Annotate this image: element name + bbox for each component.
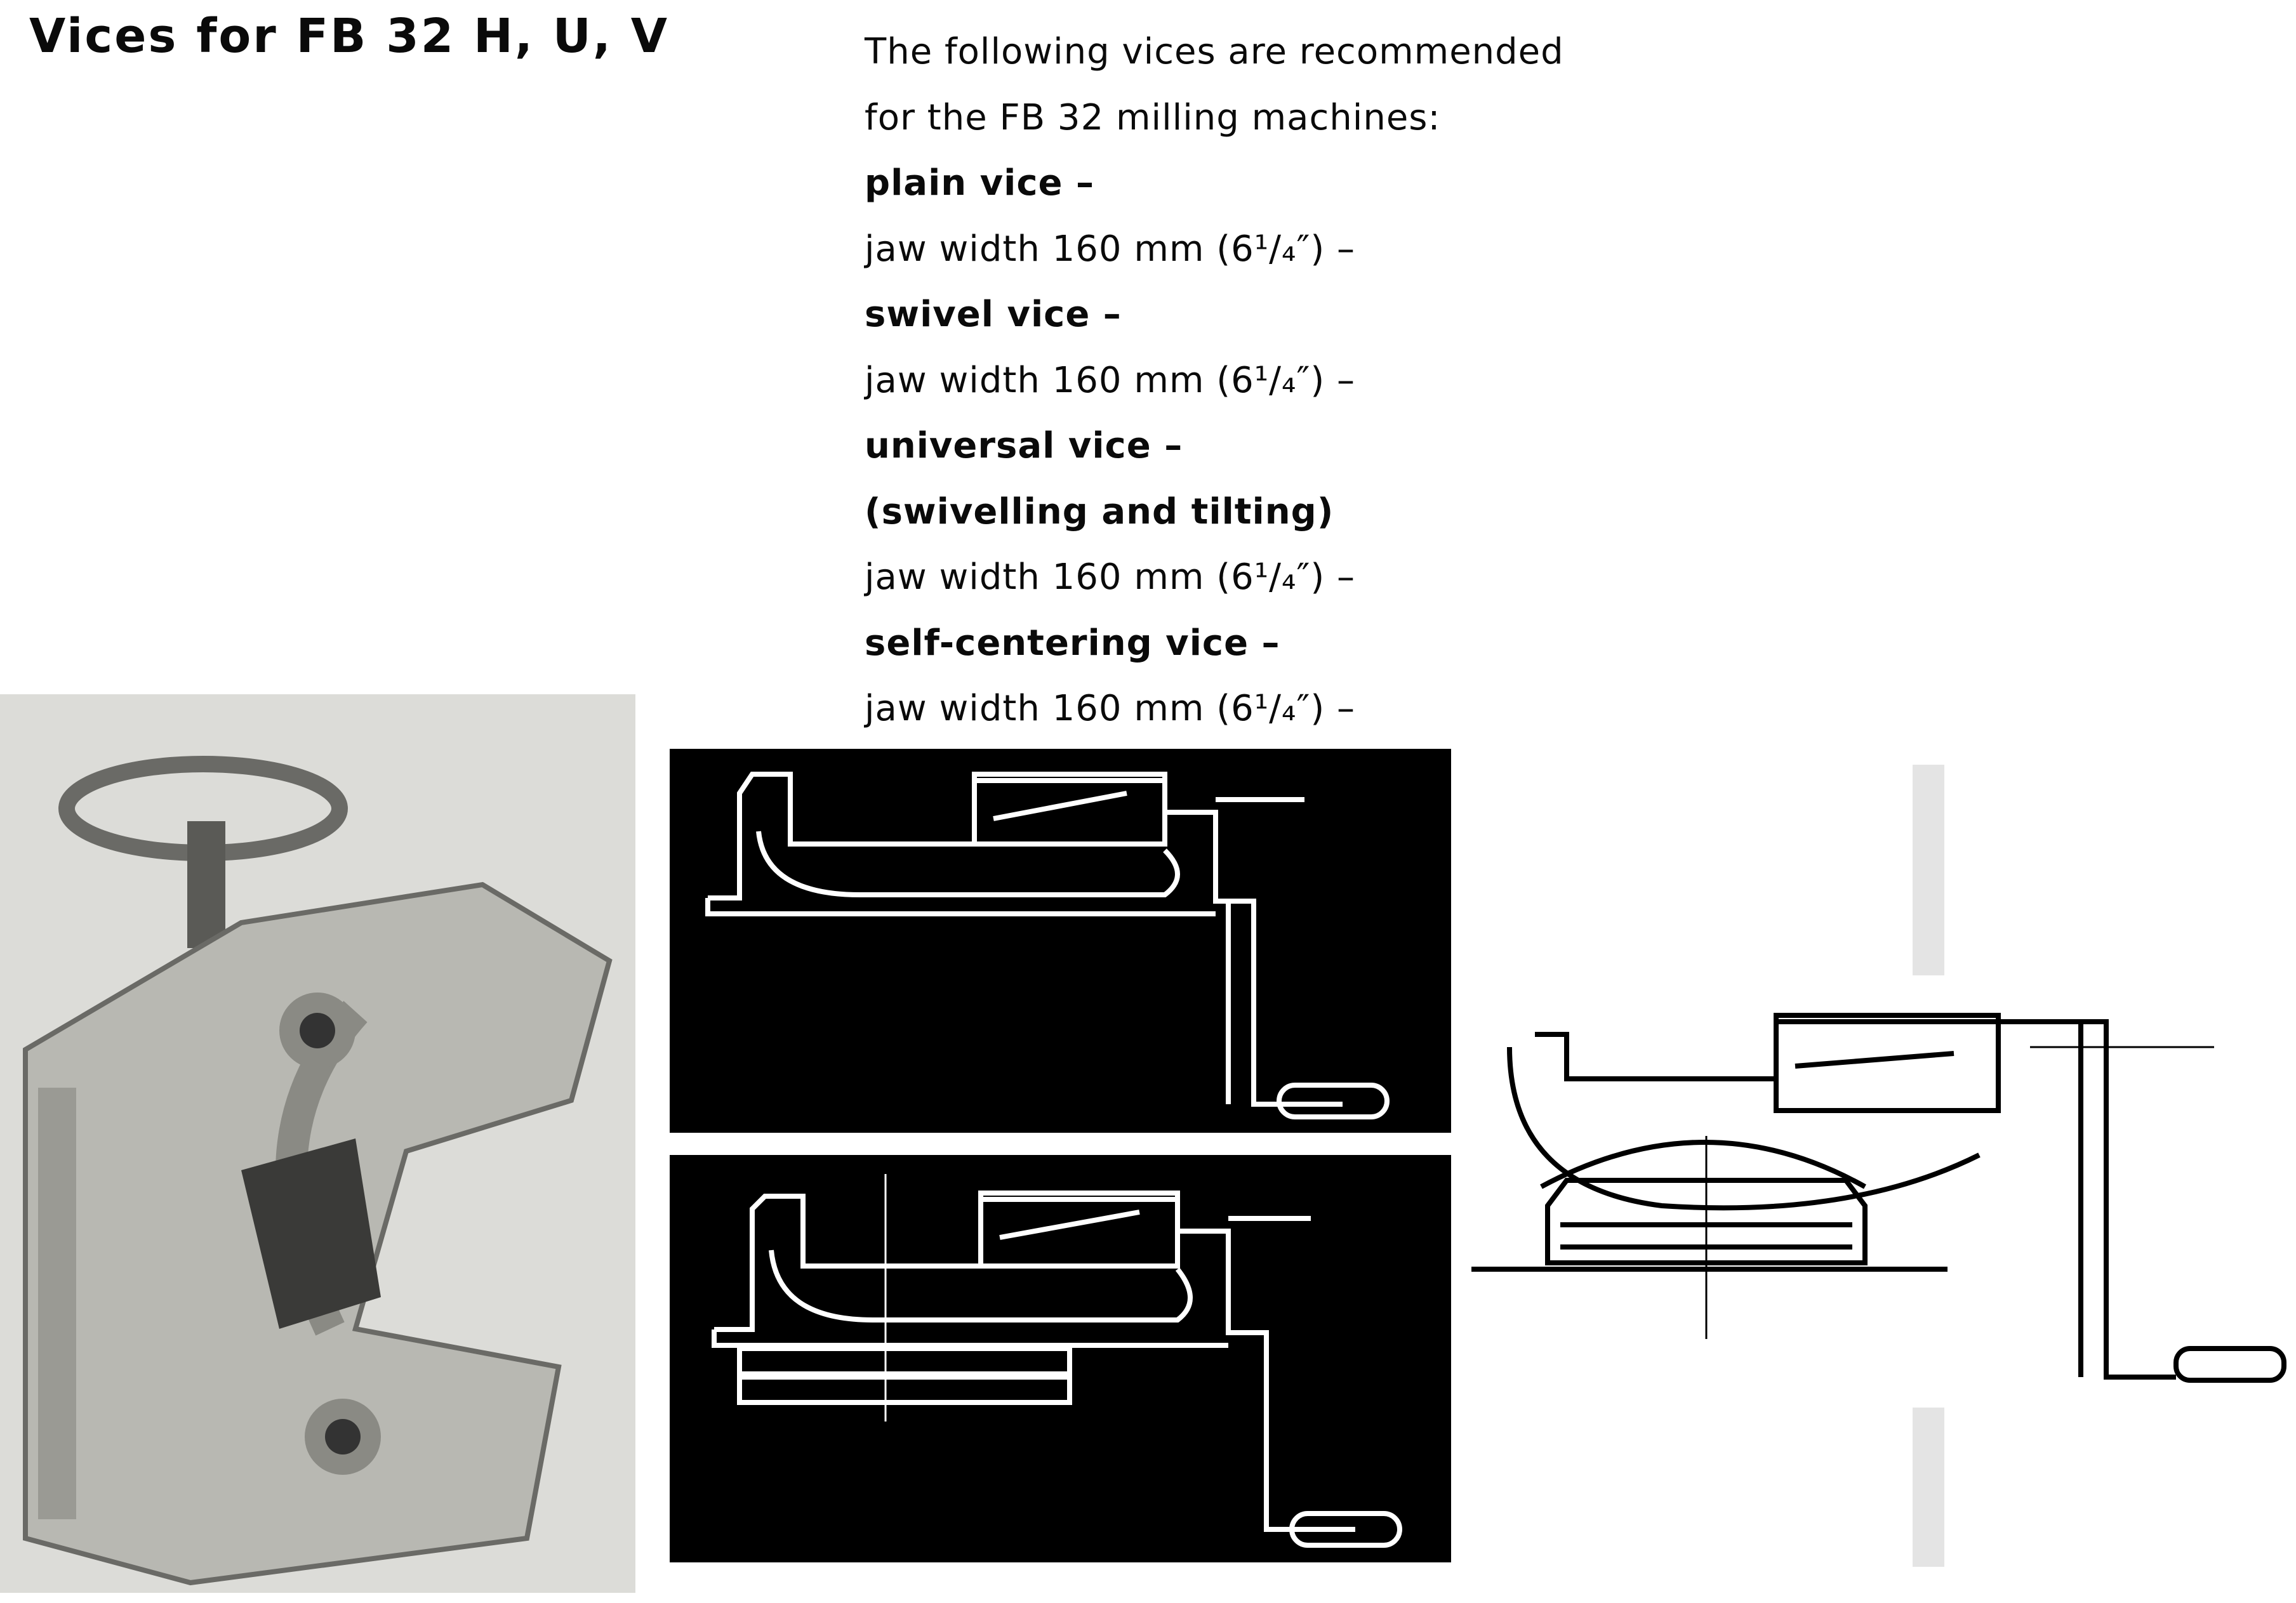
intro-line: The following vices are recommended: [865, 31, 1564, 72]
vice-detail: jaw width 160 mm (6¹/₄″) –: [865, 688, 1356, 729]
vice-list: The following vices are recommended for …: [865, 19, 1690, 742]
vice-subname: (swivelling and tilting): [865, 491, 1334, 532]
scan-artifact: [1913, 765, 1944, 975]
vice-photo: [0, 694, 635, 1593]
intro-line: for the FB 32 milling machines:: [865, 96, 1441, 138]
vice-detail: jaw width 160 mm (6¹/₄″) –: [865, 557, 1356, 598]
vice-name: universal vice –: [865, 425, 1183, 466]
page-title: Vices for FB 32 H, U, V: [29, 9, 669, 63]
vice-detail: jaw width 160 mm (6¹/₄″) –: [865, 228, 1356, 270]
vice-name: plain vice –: [865, 162, 1094, 204]
universal-vice-drawing: [1471, 996, 2296, 1390]
scan-artifact: [1913, 1408, 1944, 1567]
vice-detail: jaw width 160 mm (6¹/₄″) –: [865, 359, 1356, 401]
swivel-vice-drawing: [670, 1155, 1451, 1562]
vice-name: swivel vice –: [865, 294, 1122, 335]
vice-name: self-centering vice –: [865, 622, 1280, 664]
plain-vice-drawing: [670, 749, 1451, 1133]
